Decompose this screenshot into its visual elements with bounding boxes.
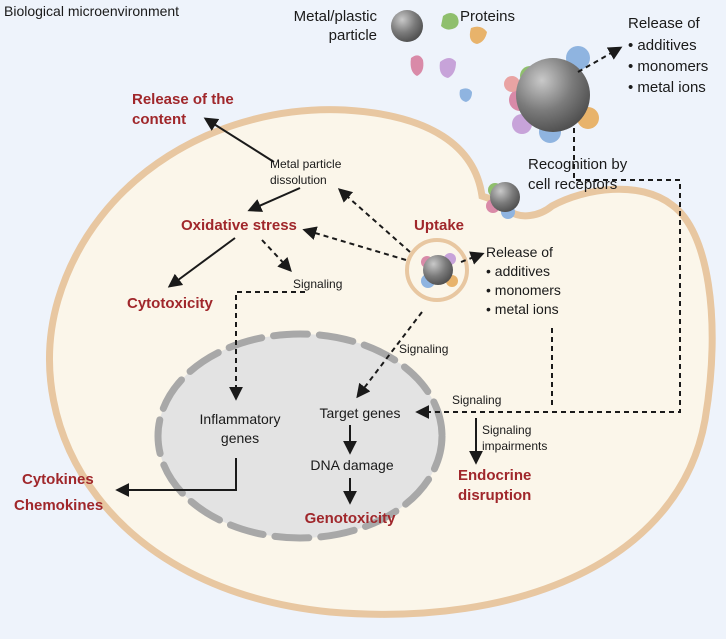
arrow-vesicle-to-release [460, 251, 485, 265]
target-genes-label: Target genes [320, 405, 401, 421]
arrow-uptake-to-dissolution [337, 188, 411, 253]
dna-damage-label: DNA damage [310, 457, 393, 473]
cytokines-label: Cytokines [22, 471, 94, 488]
particle-icon [391, 10, 423, 42]
signaling-label-right: Signaling [452, 393, 501, 407]
signaling-impairments-label-line2: impairments [482, 439, 547, 453]
uptake-label: Uptake [414, 217, 464, 234]
arrow-signaling-to-inflammatory [229, 291, 305, 401]
arrow-oxidative-to-signaling [261, 239, 292, 273]
receptor-bound-particle-icon [486, 182, 520, 219]
proteins-icon [410, 13, 487, 102]
endocrine-disruption-label-line2: disruption [458, 487, 531, 504]
arrow-dissolution-to-oxidative [247, 187, 301, 212]
signaling-label-middle: Signaling [399, 342, 448, 356]
particle-label-line1: Metal/plastic [294, 8, 378, 25]
particle-label-line2: particle [329, 27, 377, 44]
arrow-oxidative-to-cytotoxicity [167, 237, 236, 288]
coated-particle-icon [516, 58, 590, 132]
oxidative-stress-label: Oxidative stress [181, 217, 297, 234]
arrow-dissolution-to-release [203, 117, 275, 163]
vesicle-particle-icon [421, 253, 458, 288]
endocrine-disruption-label-line1: Endocrine [458, 467, 531, 484]
release-inner-item: • monomers [486, 282, 561, 298]
release-inner-item: • additives [486, 263, 550, 279]
cytotoxicity-label: Cytotoxicity [127, 295, 214, 312]
arrow-inflammatory-to-cytokines [115, 458, 237, 497]
recognition-label-line1: Recognition by [528, 156, 628, 173]
dissolution-label-line1: Metal particle [270, 157, 342, 171]
dissolution-label-line2: dissolution [270, 173, 327, 187]
release-inner-item: • metal ions [486, 301, 559, 317]
arrow-corona-to-target [415, 128, 681, 419]
arrow-corona-to-release [577, 46, 623, 73]
recognition-label-line2: cell receptors [528, 176, 617, 193]
release-outer-item: • additives [628, 37, 697, 54]
environment-label: Biological microenvironment [4, 3, 179, 19]
chemokines-label: Chemokines [14, 497, 103, 514]
nucleus [158, 334, 442, 538]
proteins-label: Proteins [460, 8, 515, 25]
genotoxicity-label: Genotoxicity [305, 510, 397, 527]
signaling-label-upper: Signaling [293, 277, 342, 291]
inflammatory-genes-label-line1: Inflammatory [200, 411, 281, 427]
release-outer-title: Release of [628, 15, 701, 32]
inflammatory-genes-label-line2: genes [221, 430, 259, 446]
release-outer-item: • metal ions [628, 79, 706, 96]
nucleus-envelope [154, 330, 446, 542]
release-content-label-line2: content [132, 111, 186, 128]
signaling-impairments-label-line1: Signaling [482, 423, 531, 437]
release-content-label-line1: Release of the [132, 91, 234, 108]
release-outer-item: • monomers [628, 58, 708, 75]
release-inner-title: Release of [486, 244, 553, 260]
